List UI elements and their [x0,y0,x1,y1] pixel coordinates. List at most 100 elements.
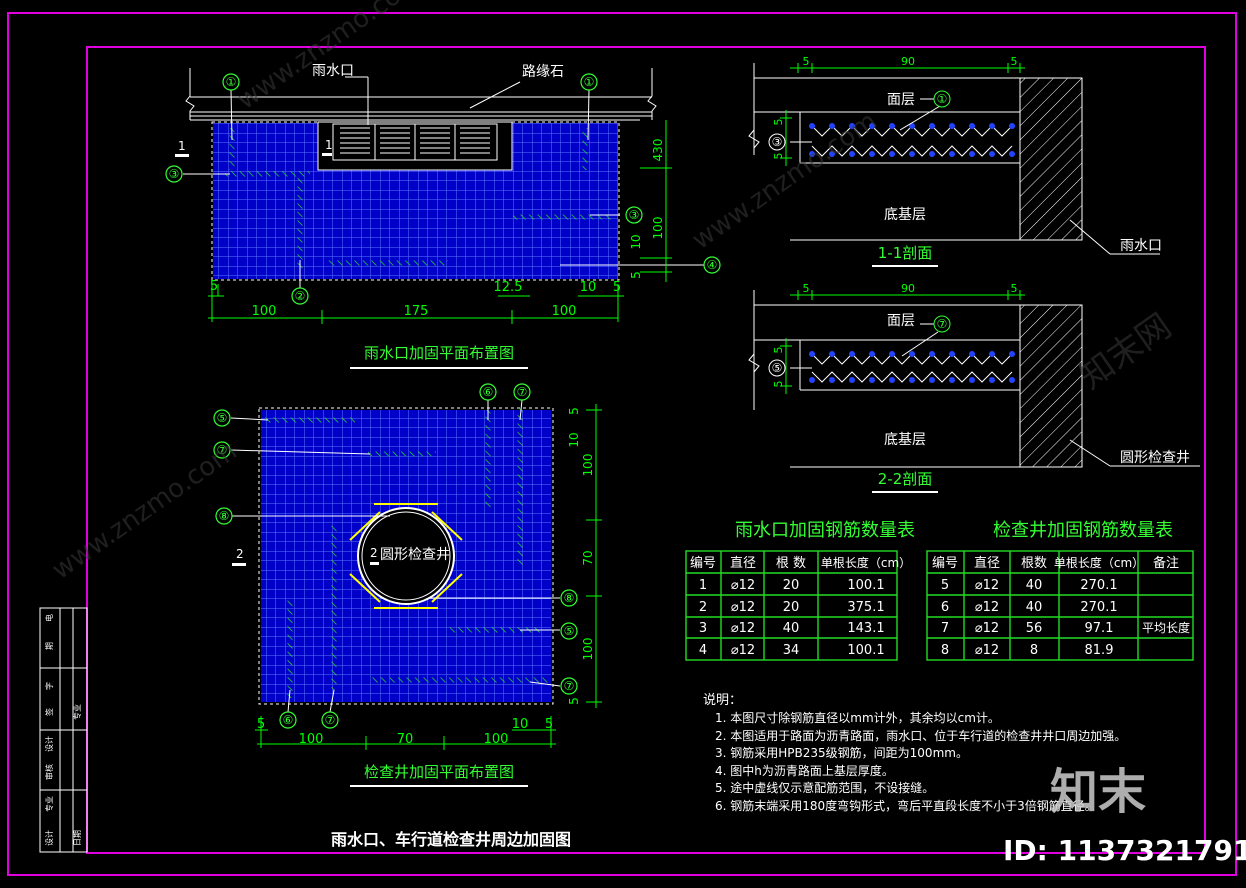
table1-cell: 2 [699,600,707,615]
plan1-callout-3b [625,206,643,224]
table1-cell: 3 [699,621,707,636]
plan1-dim: 5 [210,279,218,294]
section1-title: 1-1剖面 [878,244,933,262]
table1-cell: 100.1 [847,578,884,593]
table1-header: 编号 [690,556,716,571]
plan2-dim-right: 70 [581,550,595,565]
table2-header: 直径 [974,556,1000,571]
section1-label-side: 雨水口 [1120,238,1162,254]
plan2-callout-text: ⑧ [564,591,575,605]
section1-dim: 5 [803,55,810,68]
plan1-dim-right: 5 [629,271,643,279]
plan1-callout-text: ④ [707,258,718,272]
watermark-id: ID: 1137321791 [1003,834,1246,867]
section2-title: 2-2剖面 [878,470,933,488]
table2-cell: 平均长度 [1142,620,1190,635]
plan1-callout-text: ① [226,75,237,89]
plan1-dim: 10 [580,280,597,295]
table1-cell: ⌀12 [731,600,755,615]
plan2-dim-right: 5 [567,697,581,705]
table2-cell: 97.1 [1085,621,1114,636]
notes-item: 2. 本图适用于路面为沥青路面，雨水口、位于车行道的检查井井口周边加强。 [715,728,1126,743]
table2-header: 备注 [1153,555,1179,571]
table1-cell: 40 [783,621,800,636]
title-block-label: 专业 [72,704,82,720]
table2-cell: 270.1 [1080,578,1117,593]
plan2-drawing: ⑤ ⑦ ⑥ ⑦ ⑧ ⑧ ⑤ ⑦ ⑥ ⑦ 圆形检查井 2 2 5 100 [213,383,602,787]
section1-wall-hatch [1019,77,1083,241]
plan2-well-circle [357,507,455,605]
table2-title: 检查井加固钢筋数量表 [993,520,1173,541]
title-block-label: 专业 [44,796,54,812]
table2-header: 单根长度（cm） [1054,555,1144,570]
table2-cell: ⌀12 [975,643,999,658]
section2-label-side: 圆形检查井 [1120,450,1190,466]
table2-header: 根数 [1021,556,1047,571]
table1-header: 根 数 [776,556,806,571]
watermark-site: www.znzmo.com [232,0,428,116]
outer-border [7,12,1237,876]
plan1-dim: 100 [252,304,277,319]
section2-dim-left: 5 [772,381,785,388]
table1-cell: ⌀12 [731,621,755,636]
plan2-callout-text: ⑥ [483,385,494,399]
table2-cell: ⌀12 [975,621,999,636]
title-block: 电 期 字 签 专业 设计 审核 专业 设计 日期 [39,607,88,853]
section2-dim-left: 5 [772,347,785,354]
table2-cell: 5 [941,578,949,593]
table2-cell: 8 [1030,643,1038,658]
section1-label-surface: 面层 [887,92,915,108]
table1-cell: 20 [783,578,800,593]
notes: 说明： 1. 本图尺寸除钢筋直径以mm计外，其余均以cm计。 2. 本图适用于路… [703,693,1126,813]
table1-cell: 34 [783,643,800,658]
plan2-dim: 70 [397,732,414,747]
plan1-dim: 12.5 [494,280,523,295]
plan1-dim: 175 [404,304,429,319]
plan2-label-well: 圆形检查井 [380,547,450,563]
table1-header: 直径 [730,556,756,571]
plan2-dim: 100 [299,732,324,747]
title-block-label: 签 [44,708,54,716]
title-block-label: 设计 [44,830,54,846]
section1-label-base: 底基层 [884,206,926,223]
plan2-dim-right: 10 [567,432,581,447]
table2-cell: 40 [1026,600,1043,615]
plan1-label-inlet: 雨水口 [312,63,354,79]
section2-callout-left: ⑤ [772,361,783,375]
table1-cell: ⌀12 [731,578,755,593]
plan1-dim-right: 10 [629,234,643,249]
section1-dim: 90 [901,55,915,68]
notes-item: 3. 钢筋采用HPB235级钢筋，间距为100mm。 [715,745,968,760]
title-block-label: 电 [44,614,54,622]
plan1-label-curb: 路缘石 [522,64,564,80]
plan2-section-mark-2: 2 [370,546,378,560]
title-block-label: 设计 [44,736,54,752]
table2-cell: 56 [1026,621,1043,636]
table2-cell: 270.1 [1080,600,1117,615]
table1-cell: 20 [783,600,800,615]
plan2-callout-text: ⑦ [564,679,575,693]
plan2-callout-text: ⑦ [517,385,528,399]
plan1-callout-text: ③ [169,167,180,181]
plan1-callout-1a [222,73,240,91]
watermark-site: www.znzmo.com [687,106,883,256]
section2-dim: 90 [901,282,915,295]
plan2-title: 检查井加固平面布置图 [364,763,514,781]
title-block-label: 字 [44,682,54,690]
plan2-dim: 5 [257,717,265,732]
plan1-dim-right: 430 [651,139,665,162]
plan1-dim: 100 [552,304,577,319]
plan1-section-mark: 1 [178,139,186,153]
section2-wall-hatch [1019,304,1083,468]
plan1-callout-1b [580,73,598,91]
section2-dim: 5 [1011,282,1018,295]
section1-dim-left: 5 [772,153,785,160]
table2-cell: 8 [941,643,949,658]
table2-cell: ⌀12 [975,578,999,593]
plan2-dim: 100 [484,732,509,747]
watermark-logo: 知末 [1050,764,1146,820]
watermark-site-cn: 知末网 [1072,306,1178,397]
table2-cell: 7 [941,621,949,636]
plan1-callout-2 [291,287,309,305]
